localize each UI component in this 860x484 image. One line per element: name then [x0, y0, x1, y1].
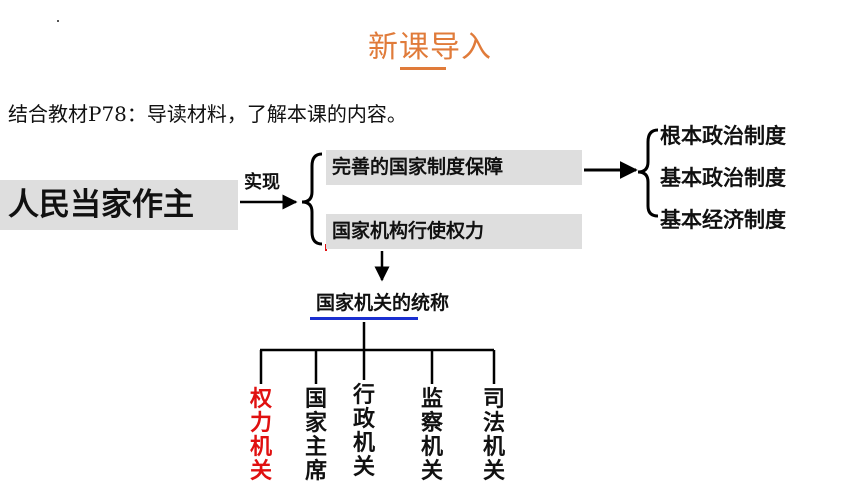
root-node: 人民当家作主 — [0, 180, 238, 230]
organ-power: 权力机关 — [249, 387, 272, 484]
system-item: 基本经济制度 — [660, 208, 786, 232]
organs-label: 国家机关的统称 — [316, 292, 450, 314]
decorative-dot — [57, 20, 59, 22]
system-item: 根本政治制度 — [660, 124, 786, 148]
branch-power: 国家机构行使权力 — [326, 214, 582, 249]
intro-text: 结合教材P78：导读材料，了解本课的内容。 — [8, 102, 407, 126]
left-brace — [301, 152, 323, 246]
title-underline — [400, 67, 446, 70]
realize-label: 实现 — [244, 172, 280, 193]
organs-underline — [310, 317, 418, 320]
right-brace — [637, 128, 659, 218]
branch-guarantee: 完善的国家制度保障 — [326, 150, 582, 185]
organ-supervisory: 监察机关 — [420, 387, 443, 484]
page-title: 新课导入 — [368, 30, 492, 65]
organ-judicial: 司法机关 — [482, 387, 505, 484]
system-item: 基本政治制度 — [660, 166, 786, 190]
organ-president: 国家主席 — [304, 387, 327, 484]
organ-administrative: 行政机关 — [352, 383, 375, 480]
